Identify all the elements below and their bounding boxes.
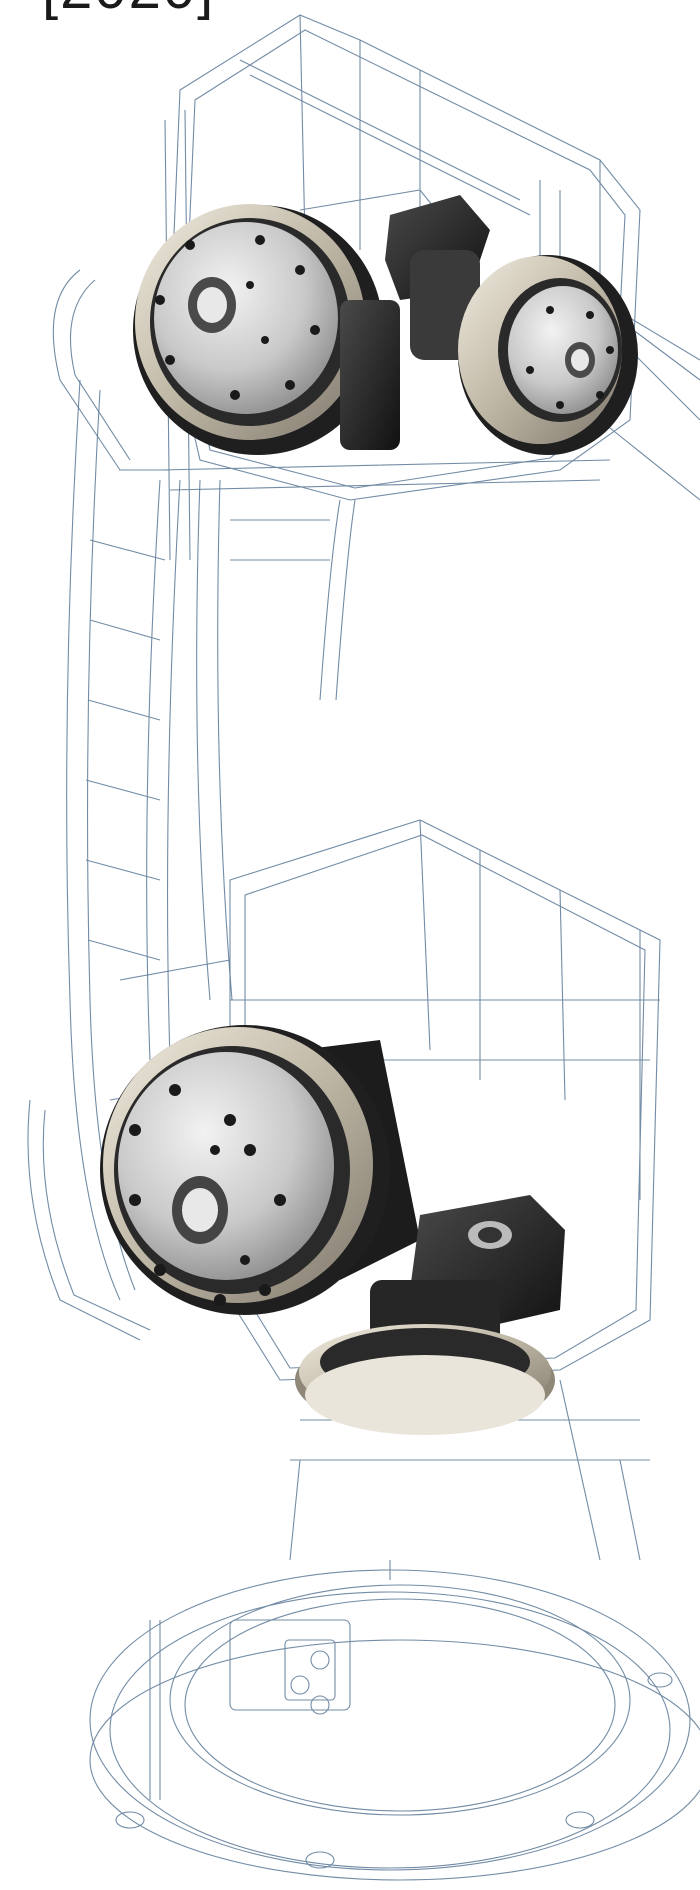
joint-actuator-upper-right xyxy=(458,255,638,455)
joint-actuator-upper-left xyxy=(133,204,400,455)
base-ring xyxy=(295,1324,555,1435)
year-label: [2020] xyxy=(42,0,215,18)
joint-actuator-lower xyxy=(100,1025,420,1315)
wireframe-base xyxy=(89,1560,700,1881)
